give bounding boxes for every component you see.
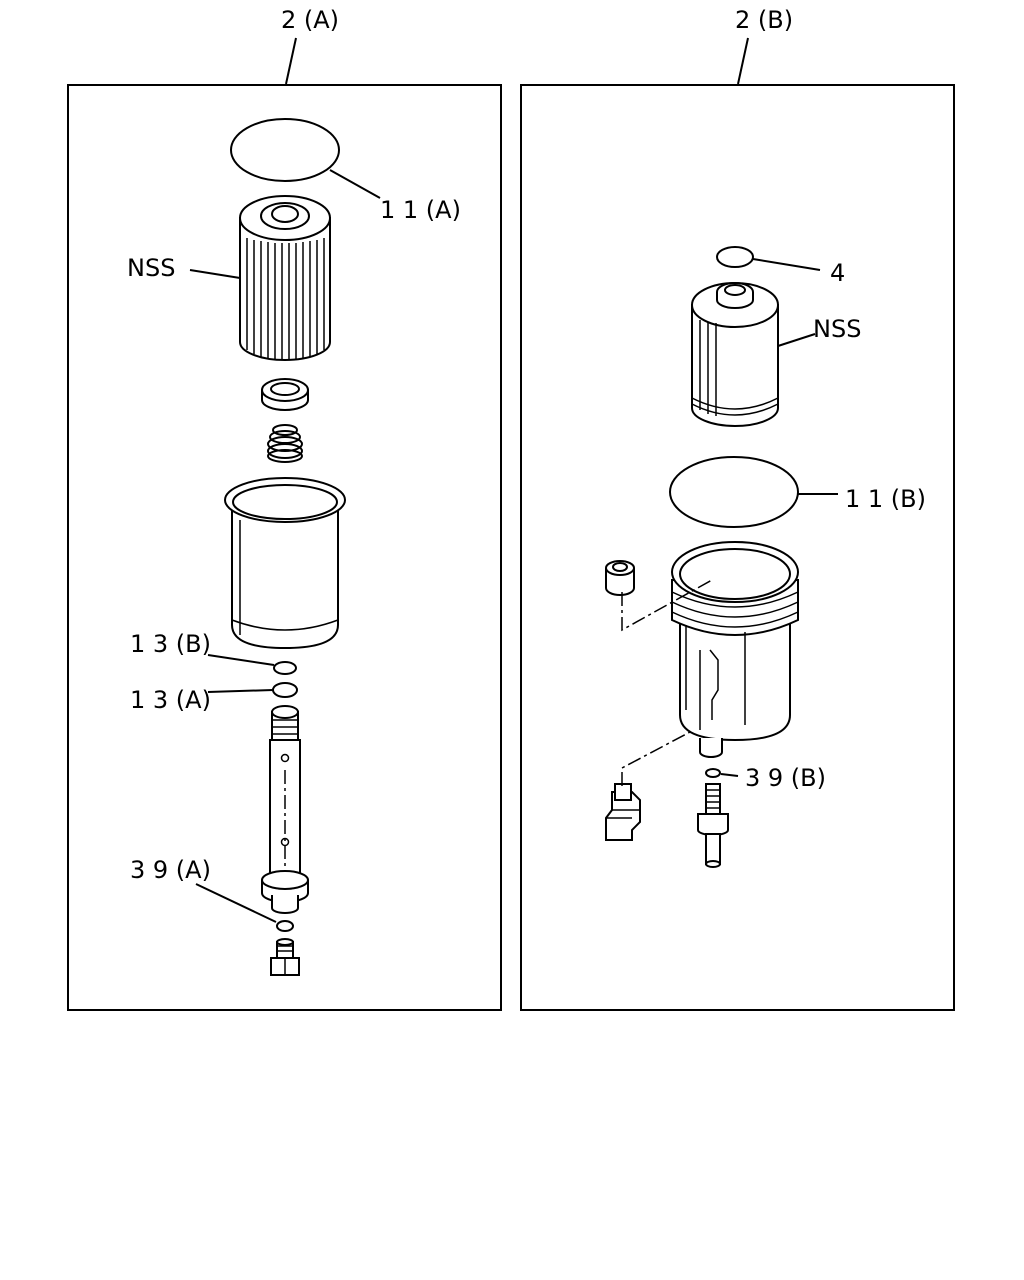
drain-plug-a-part: [270, 938, 300, 976]
oring-11a-part: [230, 118, 340, 182]
filter-element-b-leader: [777, 333, 816, 347]
filter-element-a-part: [239, 195, 331, 361]
panel-a-title: 2 (A): [281, 6, 339, 34]
oring-11b-label: 1 1 (B): [845, 485, 926, 513]
filter-case-b-part: [671, 541, 799, 758]
oring-4-leader: [752, 258, 821, 271]
sensor-cap-part: [605, 560, 635, 596]
oring-39a-leader: [195, 883, 277, 923]
panel-a-frame: [67, 84, 502, 1011]
filter-element-b-part: [691, 282, 779, 427]
oring-39b-leader: [720, 773, 739, 777]
oring-13b-label: 1 3 (B): [130, 630, 211, 658]
oring-11a-label: 1 1 (A): [380, 196, 461, 224]
filter-element-b-label: NSS: [813, 315, 861, 343]
center-bolt-part: [261, 705, 309, 914]
connector-guide-line: [621, 731, 691, 786]
oring-13a-label: 1 3 (A): [130, 686, 211, 714]
panel-a-title-leader: [285, 37, 297, 85]
panel-a: 2 (A) 1 1 (A) NSS: [67, 6, 502, 1011]
oring-13b-leader: [207, 654, 275, 666]
oring-13b-part: [273, 661, 297, 675]
seat-ring-part: [261, 378, 309, 411]
sensor-cap-guide-line: [621, 579, 713, 632]
panel-b-frame: [520, 84, 955, 1011]
panel-b-title-leader: [737, 37, 749, 85]
spring-part: [267, 424, 303, 463]
oring-11b-part: [669, 456, 799, 528]
filter-element-a-leader: [189, 269, 241, 279]
oring-11a-leader: [329, 169, 381, 199]
filter-case-a-part: [224, 477, 346, 650]
oring-39a-part: [276, 920, 294, 932]
connector-part: [605, 783, 641, 841]
oring-13a-leader: [207, 689, 274, 693]
oring-39a-label: 3 9 (A): [130, 856, 211, 884]
oring-4-label: 4: [830, 259, 845, 287]
oring-13a-part: [272, 682, 298, 698]
panel-b: 2 (B) 4 NSS 1 1 (B): [520, 6, 955, 1011]
oring-39b-part: [705, 768, 721, 778]
filter-element-a-label: NSS: [127, 254, 175, 282]
panel-b-title: 2 (B): [735, 6, 793, 34]
drain-plug-b-part: [697, 783, 729, 868]
oring-39b-label: 3 9 (B): [745, 764, 826, 792]
oring-4-part: [716, 246, 754, 268]
